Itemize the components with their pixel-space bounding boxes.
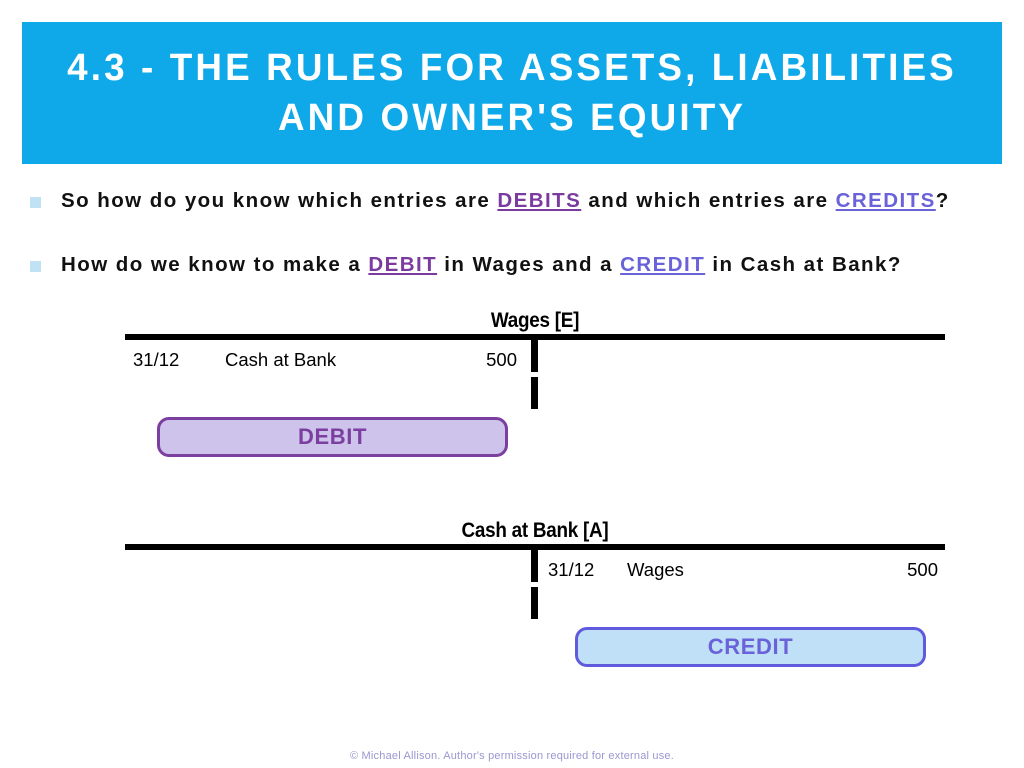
bullet-item-2: How do we know to make a DEBIT in Wages … bbox=[30, 252, 1005, 278]
cash-credit-amount: 500 bbox=[907, 559, 938, 580]
wages-debit-date: 31/12 bbox=[133, 349, 180, 370]
t-account-horizontal-rule bbox=[125, 334, 945, 340]
callout-credit-label: CREDIT bbox=[707, 634, 794, 659]
wages-debit-description: Cash at Bank bbox=[225, 349, 337, 370]
bullet-2-segment-3: in Wages and a bbox=[437, 253, 621, 276]
bullet-1-segment-5: ? bbox=[935, 189, 950, 212]
bullet-1-segment-1: So how do you know which entries are bbox=[61, 189, 498, 212]
t-account-vertical-rule-lower bbox=[531, 587, 538, 619]
callout-debit-label: DEBIT bbox=[298, 424, 367, 449]
t-account-wages: Wages [E] 31/12 Cash at Bank 500 bbox=[125, 308, 945, 422]
bullet-text-1: So how do you know which entries are DEB… bbox=[61, 188, 950, 214]
t-account-title-wages: Wages [E] bbox=[490, 309, 580, 332]
square-bullet-icon bbox=[30, 261, 41, 272]
cash-credit-description: Wages bbox=[627, 559, 684, 580]
t-account-body-wages: 31/12 Cash at Bank 500 bbox=[125, 340, 945, 422]
cash-credit-date: 31/12 bbox=[548, 559, 595, 580]
t-account-title-cash-at-bank: Cash at Bank [A] bbox=[461, 519, 609, 542]
t-account-vertical-rule-upper bbox=[531, 340, 538, 372]
bullet-item-1: So how do you know which entries are DEB… bbox=[30, 188, 1005, 214]
footer-copyright: © Michael Allison. Author's permission r… bbox=[349, 750, 675, 762]
wages-debit-amount: 500 bbox=[486, 349, 517, 370]
keyword-credit: CREDIT bbox=[620, 253, 706, 276]
page-title: 4.3 - The Rules for Assets, Liabilities … bbox=[67, 46, 957, 139]
keyword-debit: DEBIT bbox=[368, 253, 438, 276]
keyword-debits: DEBITS bbox=[497, 189, 582, 212]
t-account-vertical-rule-lower bbox=[531, 377, 538, 409]
t-account-horizontal-rule bbox=[125, 544, 945, 550]
t-account-vertical-rule-upper bbox=[531, 550, 538, 582]
slide-title-band: 4.3 - The Rules for Assets, Liabilities … bbox=[22, 22, 1002, 164]
keyword-credits: CREDITS bbox=[835, 189, 936, 212]
bullet-1-segment-3: and which entries are bbox=[581, 189, 836, 212]
callout-credit: CREDIT bbox=[575, 627, 926, 667]
t-account-body-cash-at-bank: 31/12 Wages 500 bbox=[125, 550, 945, 632]
bullet-2-segment-1: How do we know to make a bbox=[61, 253, 369, 276]
t-account-cash-at-bank: Cash at Bank [A] 31/12 Wages 500 bbox=[125, 518, 945, 632]
bullet-2-segment-5: in Cash at Bank? bbox=[705, 253, 902, 276]
callout-debit: DEBIT bbox=[157, 417, 508, 457]
square-bullet-icon bbox=[30, 197, 41, 208]
bullet-text-2: How do we know to make a DEBIT in Wages … bbox=[61, 252, 902, 278]
